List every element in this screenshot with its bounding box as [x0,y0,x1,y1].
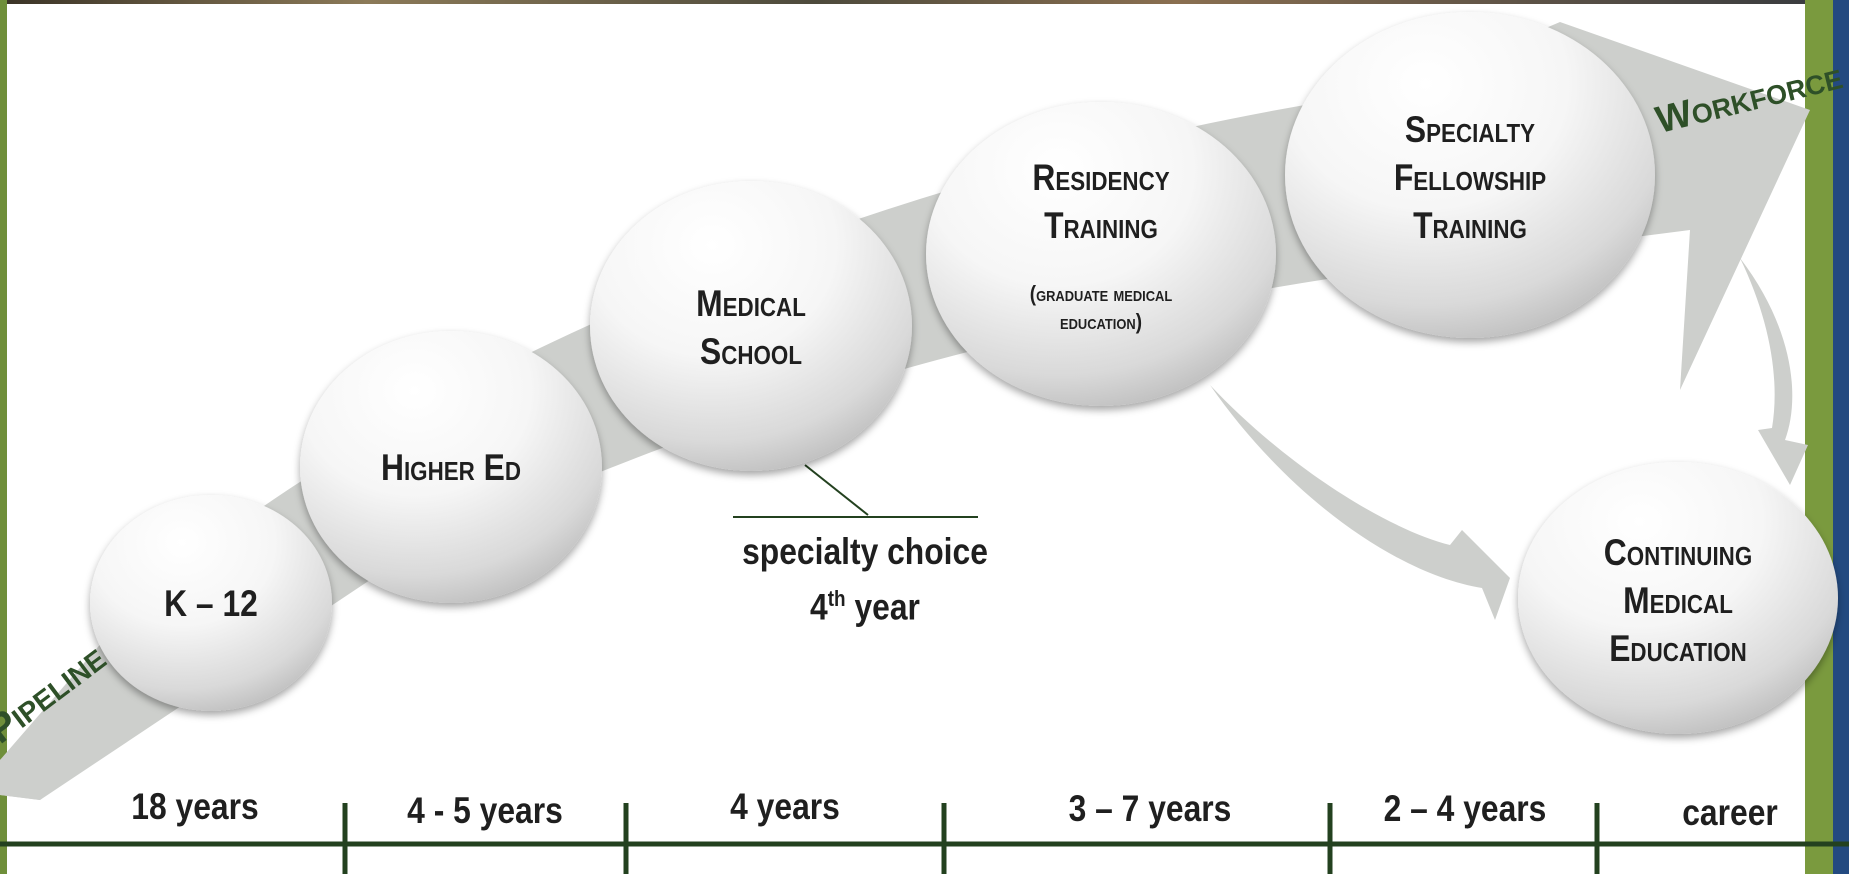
higher-ed-circle [300,331,602,603]
specialty-year-line: 4th year [810,586,920,628]
specialty-leader-line [804,464,869,516]
higher-ed-label: Higher Ed [380,447,521,488]
cme-circle [1518,462,1838,734]
duration-medical-school: 4 years [730,786,840,827]
pipeline-arrow-tail [0,720,80,800]
left-border [0,0,7,874]
residency-circle [926,102,1276,406]
duration-residency: 3 – 7 years [1068,788,1232,829]
fellowship-label: Specialty Fellowship Training [1393,109,1547,246]
duration-higher-ed: 4 - 5 years [407,790,563,831]
right-green-border [1805,0,1833,874]
k12-circle [90,495,332,711]
duration-career: career [1682,792,1778,833]
cme-label: Continuing Medical Education [1603,532,1753,669]
right-blue-border [1833,0,1849,874]
workforce-to-cme-arrow [1740,258,1808,485]
duration-fellowship: 2 – 4 years [1383,788,1547,829]
specialty-choice-note: specialty choice 4th year [727,528,1002,630]
top-photo-strip [7,0,1805,4]
k12-label: K – 12 [164,583,258,624]
medical-school-label: Medical School [696,283,806,372]
fellowship-circle [1285,12,1655,338]
residency-to-cme-arrow [1210,385,1510,620]
medical-school-circle [590,181,912,471]
duration-k12: 18 years [131,786,259,827]
specialty-choice-line: specialty choice [742,531,988,572]
residency-label: Residency Training (graduate medical edu… [1029,157,1173,334]
